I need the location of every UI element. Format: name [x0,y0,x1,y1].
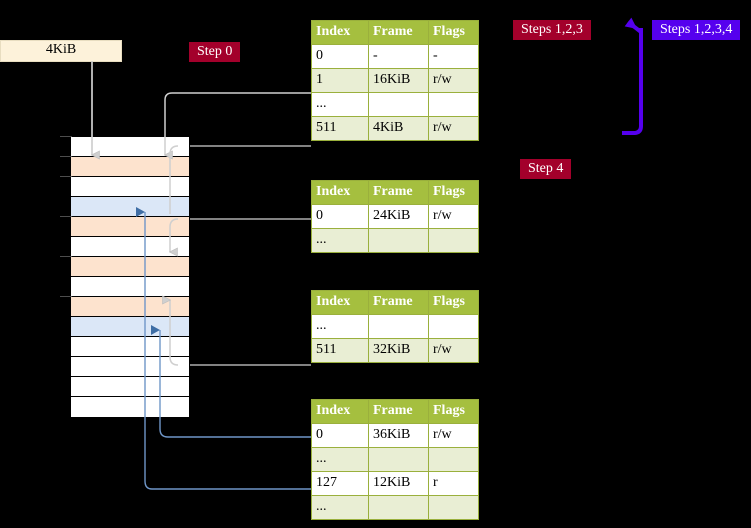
cell-frame: 36KiB [368,423,429,448]
cell-flags [428,92,479,117]
cell-flags [428,495,479,520]
memory-tick [60,216,72,217]
memory-block-label: 4KiB [45,42,77,57]
steps-1234-label: Steps 1,2,3,4 [660,22,733,37]
memory-tick [60,296,72,297]
memory-frame-row [71,277,189,297]
cell-frame: 24KiB [368,204,429,229]
column-header-flags: Flags [428,20,479,45]
memory-frame-row [71,297,189,317]
cell-flags: r/w [428,338,479,363]
cell-frame: - [368,44,429,69]
cell-index: 0 [311,204,369,229]
cell-index: ... [311,495,369,520]
cell-flags [428,314,479,339]
column-header-index: Index [311,20,369,45]
cell-frame [368,447,429,472]
column-header-frame: Frame [368,180,429,205]
column-header-index: Index [311,180,369,205]
steps-123-label: Steps 1,2,3 [521,22,583,37]
step-4-badge: Step 4 [520,159,572,179]
column-header-frame: Frame [368,290,429,315]
cell-frame [368,228,429,253]
step-4-label: Step 4 [528,161,564,176]
cell-frame [368,314,429,339]
cell-flags: - [428,44,479,69]
cell-flags: r/w [428,68,479,93]
cell-index: ... [311,314,369,339]
steps-123-badge: Steps 1,2,3 [513,20,591,40]
column-header-frame: Frame [368,399,429,424]
memory-tick [60,156,72,157]
memory-frame-row [71,257,189,277]
memory-block-4kib: 4KiB [0,40,122,62]
memory-frame-row [71,197,189,217]
column-header-index: Index [311,399,369,424]
cell-index: 511 [311,116,369,141]
cell-index: 0 [311,423,369,448]
memory-tick [60,256,72,257]
cell-frame: 16KiB [368,68,429,93]
memory-frame-row [71,177,189,197]
cell-flags [428,447,479,472]
cell-index: ... [311,92,369,117]
physical-memory-grid [70,136,190,417]
cell-index: 127 [311,471,369,496]
cell-frame [368,495,429,520]
memory-tick [60,176,72,177]
cell-flags [428,228,479,253]
column-header-flags: Flags [428,290,479,315]
table-row: 0-- [311,44,479,69]
table-row: ... [311,228,479,253]
cell-index: 0 [311,44,369,69]
step-0-badge: Step 0 [189,42,241,62]
cell-flags: r [428,471,479,496]
cell-frame [368,92,429,117]
column-header-index: Index [311,290,369,315]
cell-index: 511 [311,338,369,363]
column-header-flags: Flags [428,180,479,205]
cell-flags: r/w [428,423,479,448]
table-row: ... [311,92,479,117]
cell-flags: r/w [428,204,479,229]
cell-frame: 32KiB [368,338,429,363]
steps-1234-badge: Steps 1,2,3,4 [652,20,741,40]
memory-frame-row [71,237,189,257]
memory-tick [60,136,72,137]
step-0-label: Step 0 [197,44,233,59]
cell-index: 1 [311,68,369,93]
memory-frame-row [71,157,189,177]
table-row: ... [311,495,479,520]
column-header-flags: Flags [428,399,479,424]
memory-frame-row [71,137,189,157]
cell-frame: 4KiB [368,116,429,141]
memory-frame-row [71,217,189,237]
table-row: ... [311,447,479,472]
table-row: ... [311,314,479,339]
cell-flags: r/w [428,116,479,141]
column-header-frame: Frame [368,20,429,45]
cell-index: ... [311,228,369,253]
cell-index: ... [311,447,369,472]
cell-frame: 12KiB [368,471,429,496]
